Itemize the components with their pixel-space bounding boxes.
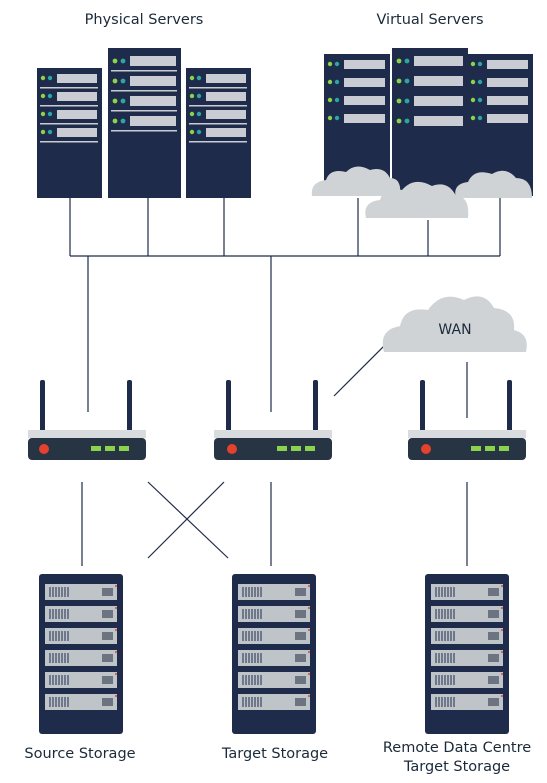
physical-server-1 [37,68,102,198]
router-right-icon [408,380,526,460]
virtual-cloud-icon [311,166,532,218]
wan-label: WAN [438,322,472,338]
target-storage-icon [232,574,316,734]
router-left-icon [28,380,146,460]
remote-target-storage-label: Target Storage [403,759,511,775]
source-storage-label: Source Storage [24,746,136,762]
remote-storage-icon [425,574,509,734]
line-router-wan [333,345,385,397]
router-middle-icon [214,380,332,460]
virtual-servers-group [311,48,533,218]
cross-line-b [147,481,225,559]
wan-cloud-icon [382,296,527,352]
virtual-servers-label: Virtual Servers [376,12,484,28]
physical-server-3 [186,68,251,198]
virtual-server-2 [392,48,468,198]
target-storage-label: Target Storage [221,746,329,762]
physical-server-2 [108,48,181,198]
connector-lines [69,198,501,566]
physical-servers-group [37,48,251,198]
remote-data-centre-label: Remote Data Centre [382,740,532,756]
cross-line-a [147,481,229,559]
physical-servers-label: Physical Servers [84,12,204,28]
source-storage-icon [39,574,123,734]
